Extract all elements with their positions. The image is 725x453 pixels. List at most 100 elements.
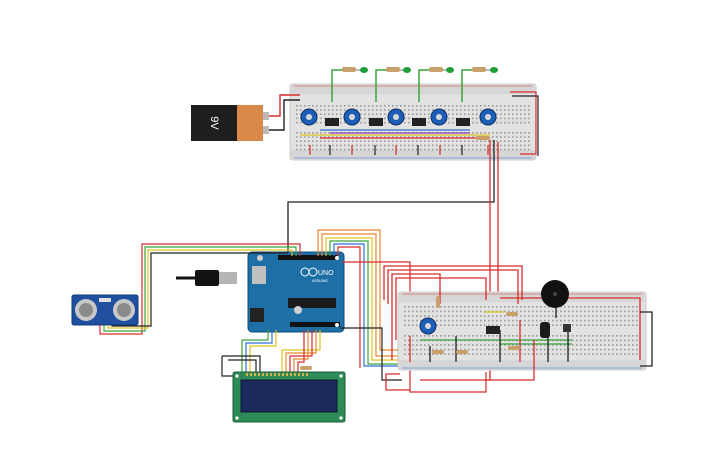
- breadboard-hole: [600, 310, 602, 313]
- breadboard-hole: [428, 140, 430, 142]
- led-2[interactable]: [375, 67, 411, 102]
- potentiometer-6[interactable]: [419, 317, 437, 335]
- breadboard-hole: [552, 344, 554, 346]
- ic-chip-2[interactable]: [369, 118, 383, 126]
- breadboard-hole: [328, 113, 330, 115]
- breadboard-hole: [472, 344, 474, 346]
- breadboard-hole: [396, 105, 398, 107]
- breadboard-hole: [516, 319, 518, 322]
- breadboard-hole: [512, 324, 514, 326]
- breadboard-hole: [320, 113, 322, 115]
- ic-chip-1[interactable]: [325, 118, 339, 126]
- breadboard-hole: [528, 306, 530, 308]
- breadboard-hole: [428, 344, 430, 346]
- breadboard-hole: [420, 315, 422, 317]
- breadboard-hole: [420, 144, 422, 147]
- breadboard-hole: [508, 344, 510, 346]
- breadboard-hole: [520, 324, 522, 326]
- led-1[interactable]: [331, 67, 368, 102]
- breadboard-hole: [528, 148, 530, 151]
- breadboard-hole: [520, 319, 522, 322]
- breadboard-hole: [420, 109, 422, 111]
- breadboard-hole: [384, 121, 386, 124]
- lcd-pin: [266, 373, 268, 376]
- breadboard-hole: [488, 140, 490, 142]
- breadboard-hole: [484, 335, 486, 337]
- breadboard-hole: [540, 348, 542, 351]
- breadboard-hole: [304, 136, 306, 138]
- breadboard-hole: [624, 339, 626, 342]
- arduino-uno[interactable]: UNO ARDUINO: [247, 251, 345, 333]
- resistor-bottom-2[interactable]: [432, 350, 444, 354]
- breadboard-hole: [508, 109, 510, 111]
- breadboard-hole: [564, 353, 566, 355]
- breadboard-hole: [336, 140, 338, 142]
- battery-9v[interactable]: 9V: [191, 105, 269, 141]
- breadboard-hole: [536, 306, 538, 308]
- breadboard-hole: [404, 315, 406, 317]
- breadboard-hole: [584, 306, 586, 308]
- breadboard-hole: [416, 144, 418, 147]
- breadboard-hole: [484, 148, 486, 151]
- resistor-bottom-3[interactable]: [456, 350, 468, 354]
- ic-chip-5[interactable]: [486, 326, 500, 334]
- breadboard-hole: [304, 132, 306, 134]
- led-3[interactable]: [418, 67, 454, 102]
- breadboard-hole: [580, 306, 582, 308]
- ic-chip-3[interactable]: [412, 118, 426, 126]
- breadboard-hole: [436, 335, 438, 337]
- breadboard-hole: [480, 140, 482, 142]
- potentiometer-2[interactable]: [343, 108, 361, 126]
- ic-chip-4[interactable]: [456, 118, 470, 126]
- breadboard-hole: [544, 353, 546, 355]
- potentiometer-4[interactable]: [430, 108, 448, 126]
- push-button[interactable]: [563, 324, 571, 332]
- potentiometer-3[interactable]: [387, 108, 405, 126]
- breadboard-hole: [496, 144, 498, 147]
- ultrasonic-sensor[interactable]: [71, 294, 139, 326]
- breadboard-hole: [344, 140, 346, 142]
- breadboard-hole: [428, 105, 430, 107]
- lcd-resistor[interactable]: [300, 366, 312, 370]
- breadboard-hole: [588, 306, 590, 308]
- resistor-top[interactable]: [476, 136, 490, 140]
- breadboard-hole: [400, 136, 402, 138]
- breadboard-hole: [360, 136, 362, 138]
- breadboard-hole: [460, 109, 462, 111]
- breadboard-hole: [296, 136, 298, 138]
- breadboard-hole: [360, 109, 362, 111]
- breadboard-hole: [432, 310, 434, 313]
- breadboard-hole: [452, 105, 454, 107]
- breadboard-hole: [476, 144, 478, 147]
- breadboard-hole: [408, 121, 410, 124]
- battery-label: 9V: [208, 116, 220, 130]
- breadboard-hole: [612, 310, 614, 313]
- potentiometer-1[interactable]: [300, 108, 318, 126]
- breadboard-hole: [372, 105, 374, 107]
- transistor[interactable]: [540, 322, 550, 338]
- breadboard-bottom[interactable]: [397, 291, 647, 371]
- breadboard-hole: [520, 140, 522, 142]
- breadboard-hole: [328, 132, 330, 134]
- led-4[interactable]: [461, 67, 498, 102]
- resistor-bottom-4[interactable]: [506, 312, 518, 316]
- breadboard-hole: [496, 109, 498, 111]
- breadboard-hole: [328, 140, 330, 142]
- breadboard-hole: [400, 105, 402, 107]
- breadboard-hole: [428, 148, 430, 151]
- piezo-buzzer[interactable]: [541, 280, 569, 308]
- potentiometer-5[interactable]: [479, 108, 497, 126]
- breadboard-hole: [564, 335, 566, 337]
- lcd-display[interactable]: [232, 371, 346, 423]
- resistor-bottom-1[interactable]: [436, 296, 440, 308]
- breadboard-hole: [512, 117, 514, 120]
- breadboard-hole: [320, 117, 322, 120]
- breadboard-hole: [336, 113, 338, 115]
- resistor-bottom-5[interactable]: [508, 346, 520, 350]
- breadboard-hole: [364, 148, 366, 151]
- breadboard-hole: [384, 136, 386, 138]
- breadboard-hole: [528, 144, 530, 147]
- breadboard-hole: [520, 348, 522, 351]
- breadboard-hole: [516, 148, 518, 151]
